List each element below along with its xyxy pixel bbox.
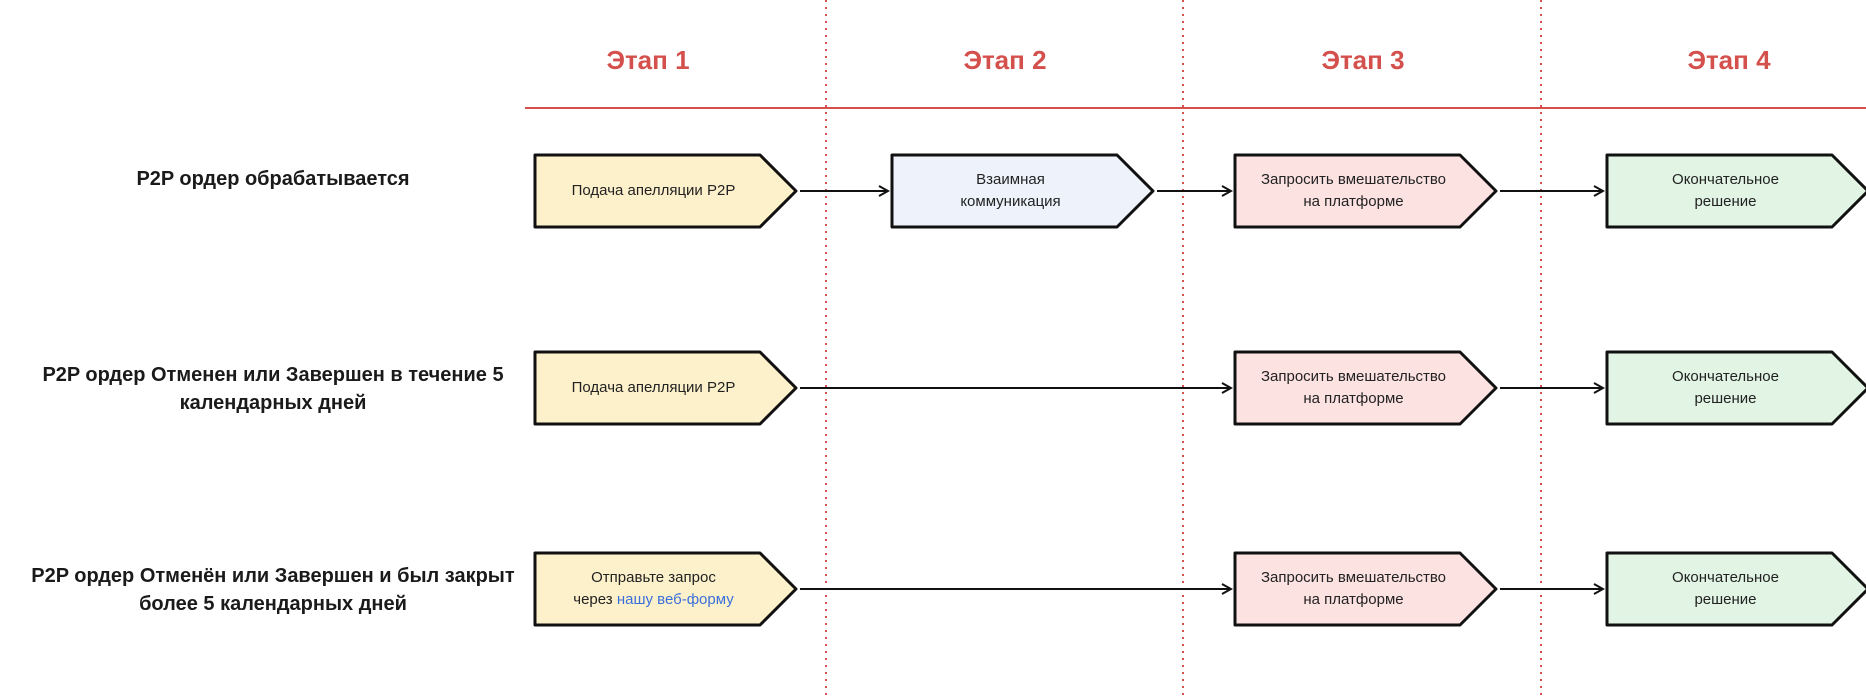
row-label-3: P2P ордер Отменён или Завершен и был зак… (13, 562, 533, 618)
step-label: Окончательное решение (1611, 356, 1840, 420)
step-label-line: Запросить вмешательство (1260, 368, 1447, 385)
step-label-line: через нашу веб-форму (573, 589, 733, 611)
web-form-link[interactable]: нашу веб-форму (616, 591, 734, 608)
step-shape (1233, 350, 1498, 426)
stage-header-3: Этап 3 (1321, 45, 1405, 75)
step-label-line: Подача апелляции P2P (571, 379, 736, 396)
row-label-1: P2P ордер обрабатывается (13, 165, 533, 193)
step-label-line: на платформе (1303, 591, 1404, 608)
row-label-2: P2P ордер Отменен или Завершен в течение… (13, 361, 533, 417)
step-label-line: Окончательное (1672, 569, 1779, 586)
step-label-line: решение (1694, 390, 1757, 407)
step-label: Подача апелляции P2P (539, 356, 768, 420)
link-prefix: через (573, 591, 617, 608)
step-shape (1605, 153, 1866, 229)
row-label-line: P2P ордер Отменен или Завершен в течение… (42, 364, 504, 386)
step-label: Запросить вмешательство на платформе (1239, 159, 1468, 223)
stage-header-2: Этап 2 (963, 45, 1047, 75)
step-label: Запросить вмешательство на платформе (1239, 557, 1468, 621)
step-shape (533, 153, 798, 229)
step-shape (890, 153, 1155, 229)
step-label-line: коммуникация (960, 193, 1061, 210)
step-label-line: решение (1694, 591, 1757, 608)
step-shape (533, 350, 798, 426)
step-label-line: решение (1694, 193, 1757, 210)
step-label-line: Отправьте запрос (591, 569, 716, 586)
step-shape (1233, 153, 1498, 229)
step-label-line: Запросить вмешательство (1260, 171, 1447, 188)
step-label: Окончательное решение (1611, 159, 1840, 223)
stage-header-4: Этап 4 (1687, 45, 1771, 75)
step-label-line: Подача апелляции P2P (571, 182, 736, 199)
step-label: Подача апелляции P2P (539, 159, 768, 223)
row-label-line: календарных дней (179, 392, 367, 414)
stage-header-1: Этап 1 (606, 45, 690, 75)
step-label: Окончательное решение (1611, 557, 1840, 621)
row-label-line: более 5 календарных дней (139, 593, 407, 615)
step-label-line: Окончательное (1672, 368, 1779, 385)
step-label: Отправьте запрос через нашу веб-форму (539, 557, 768, 621)
step-label-line: на платформе (1303, 193, 1404, 210)
step-shape (1605, 350, 1866, 426)
step-label-line: Запросить вмешательство (1260, 569, 1447, 586)
step-label-line: на платформе (1303, 390, 1404, 407)
row-label-line: P2P ордер Отменён или Завершен и был зак… (31, 565, 515, 587)
step-shape (533, 551, 798, 627)
step-label: Запросить вмешательство на платформе (1239, 356, 1468, 420)
step-shape (1233, 551, 1498, 627)
step-label: Взаимная коммуникация (896, 159, 1125, 223)
step-label-line: Взаимная (976, 171, 1045, 188)
step-label-line: Окончательное (1672, 171, 1779, 188)
row-label-line: P2P ордер обрабатывается (136, 168, 410, 190)
step-shape (1605, 551, 1866, 627)
